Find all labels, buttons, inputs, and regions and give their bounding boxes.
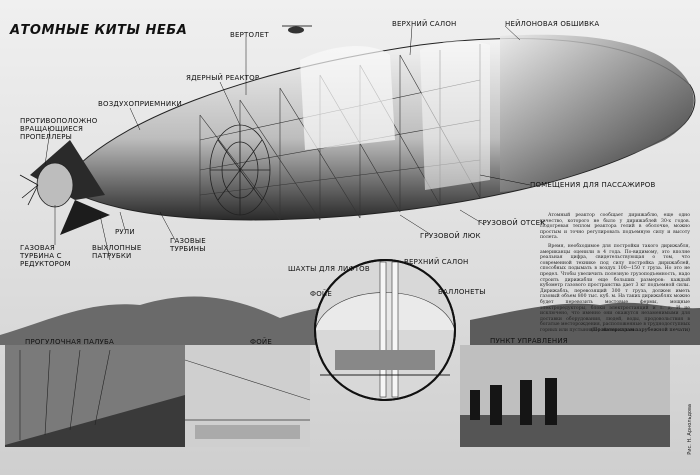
- label-promenade-deck: ПРОГУЛОЧНАЯ ПАЛУБА: [25, 338, 115, 346]
- artist-signature: Рис. Н. Арнольдова: [687, 404, 693, 455]
- cross-section: [314, 259, 456, 401]
- tail-assembly: [19, 140, 110, 235]
- label-rudders: РУЛИ: [115, 228, 135, 236]
- label-upper-salon-top: ВЕРХНИЙ САЛОН: [392, 20, 457, 28]
- article-paragraph: Атомный реактор сообщает дирижаблю, еще …: [540, 213, 690, 241]
- label-air-intakes: ВОЗДУХОПРИЕМНИКИ: [98, 100, 182, 108]
- article-credit: (По материалам зарубежной печати): [591, 327, 690, 333]
- label-upper-salon: ВЕРХНИЙ САЛОН: [404, 258, 469, 266]
- label-foyer-bottom: ФОЙЕ: [250, 338, 272, 346]
- label-passenger-rooms: ПОМЕЩЕНИЯ ДЛЯ ПАССАЖИРОВ: [530, 181, 656, 189]
- label-ballonets: БАЛЛОНЕТЫ: [438, 288, 486, 296]
- label-gas-turbine-reducer: ГАЗОВАЯ ТУРБИНА С РЕДУКТОРОМ: [20, 244, 71, 268]
- helicopter-icon: [282, 25, 312, 34]
- article-text: Атомный реактор сообщает дирижаблю, еще …: [540, 213, 690, 336]
- page-title: АТОМНЫЕ КИТЫ НЕБА: [10, 23, 188, 38]
- label-gas-turbines: ГАЗОВЫЕ ТУРБИНЫ: [170, 237, 206, 253]
- label-cargo-bay: ГРУЗОВОЙ ОТСЕК: [478, 219, 546, 227]
- label-lift-shafts: ШАХТЫ ДЛЯ ЛИФТОВ: [288, 265, 370, 273]
- label-cargo-hatch: ГРУЗОВОЙ ЛЮК: [420, 232, 481, 240]
- label-control-room: ПУНКТ УПРАВЛЕНИЯ: [490, 337, 568, 345]
- article-paragraph: Время, необходимое для постройки такого …: [540, 243, 690, 333]
- label-exhaust: ВЫХЛОПНЫЕ ПАТРУБКИ: [92, 244, 142, 260]
- reactor-ring: [209, 124, 271, 216]
- label-helicopter: ВЕРТОЛЕТ: [230, 31, 269, 39]
- label-foyer-section: ФОЙЕ: [310, 290, 332, 298]
- label-nylon-skin: НЕЙЛОНОВАЯ ОБШИВКА: [505, 20, 600, 28]
- label-reactor: ЯДЕРНЫЙ РЕАКТОР: [186, 74, 260, 82]
- airship-hull: [59, 34, 696, 221]
- foyer-view: [184, 345, 311, 447]
- promenade-deck-view: [5, 345, 185, 447]
- label-propellers: ПРОТИВОПОЛОЖНО ВРАЩАЮЩИЕСЯ ПРОПЕЛЛЕРЫ: [20, 117, 98, 141]
- control-room-view: [460, 345, 670, 447]
